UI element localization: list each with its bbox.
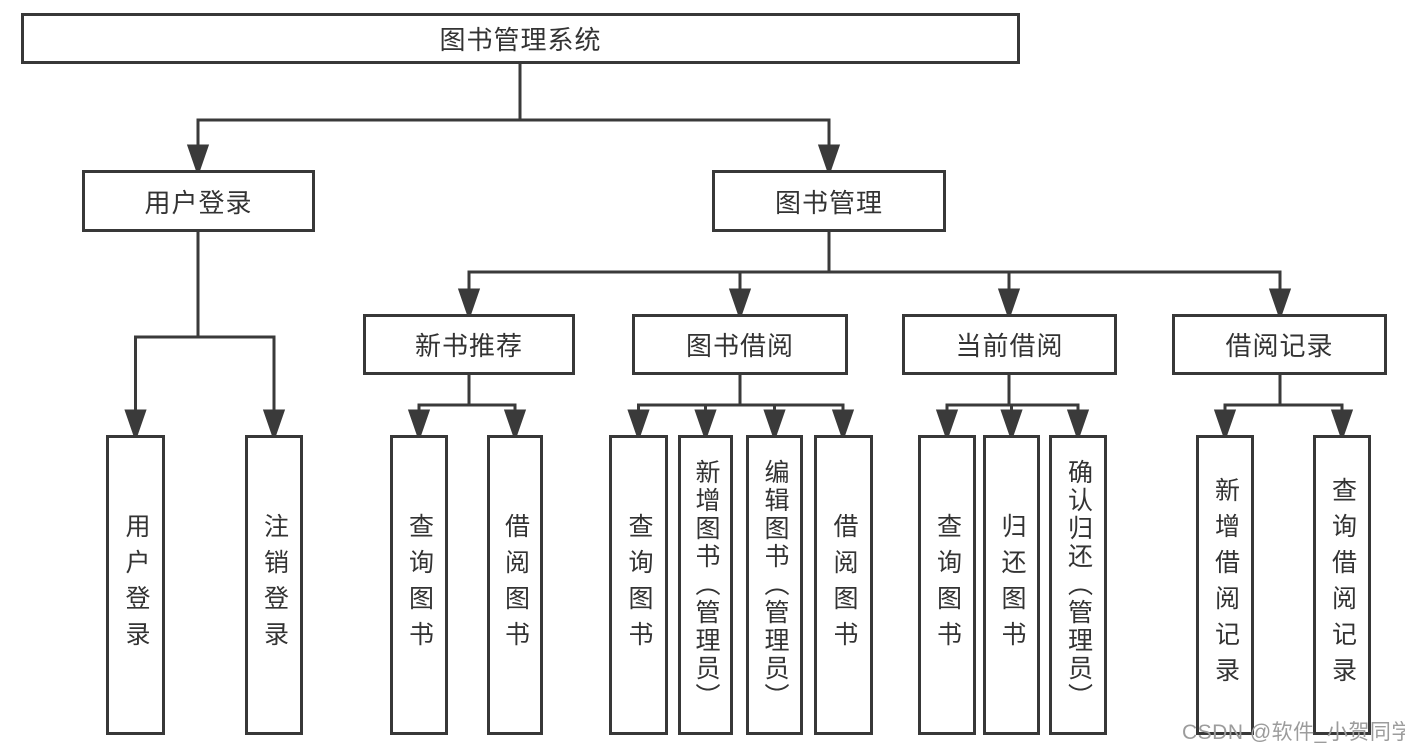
- leaf-user-login-label: 用户登录: [122, 513, 150, 657]
- edge-records-to-leaves: [1213, 375, 1354, 442]
- leaf-bb-borrow-books-label: 借阅图书: [830, 513, 858, 657]
- leaf-br-query-record: 查询借阅记录: [1313, 435, 1371, 735]
- edge-book-borrow-to-leaves: [627, 375, 855, 442]
- leaf-br-add-record: 新增借阅记录: [1196, 435, 1254, 735]
- leaf-nbr-query-books: 查询图书: [390, 435, 448, 735]
- node-user-login: 用户登录: [82, 170, 315, 232]
- node-current-borrowing-label: 当前借阅: [955, 331, 1064, 361]
- leaf-bb-edit-books-admin: 编辑图书（管理员）: [746, 435, 803, 735]
- node-book-borrowing: 图书借阅: [632, 314, 848, 375]
- leaf-cb-query-books-label: 查询图书: [933, 513, 962, 657]
- edge-root-to-level2: [186, 64, 841, 177]
- leaf-bb-edit-books-admin-label: 编辑图书（管理员）: [761, 459, 789, 711]
- node-new-book-recommend: 新书推荐: [363, 314, 575, 375]
- leaf-cb-confirm-return-admin: 确认归还（管理员）: [1049, 435, 1107, 735]
- leaf-br-add-record-label: 新增借阅记录: [1211, 477, 1240, 693]
- node-book-management: 图书管理: [712, 170, 946, 232]
- edge-current-borrow-to-leaves: [935, 375, 1090, 442]
- node-user-login-label: 用户登录: [144, 187, 253, 218]
- leaf-bb-add-books-admin: 新增图书（管理员）: [678, 435, 733, 735]
- edge-user-login-to-leaves: [124, 232, 286, 442]
- edge-new-book-to-leaves: [407, 375, 527, 442]
- node-library-system: 图书管理系统: [21, 13, 1020, 64]
- leaf-cb-query-books: 查询图书: [918, 435, 976, 735]
- node-current-borrowing: 当前借阅: [902, 314, 1117, 375]
- leaf-nbr-borrow-books: 借阅图书: [487, 435, 543, 735]
- leaf-bb-query-books: 查询图书: [609, 435, 668, 735]
- leaf-nbr-query-books-label: 查询图书: [405, 513, 434, 657]
- leaf-cb-return-books-label: 归还图书: [998, 513, 1026, 657]
- node-library-system-label: 图书管理系统: [439, 25, 602, 55]
- node-book-management-label: 图书管理: [774, 187, 883, 218]
- node-new-book-recommend-label: 新书推荐: [414, 331, 523, 361]
- leaf-cb-return-books: 归还图书: [983, 435, 1040, 735]
- leaf-logout-label: 注销登录: [260, 513, 289, 657]
- leaf-cb-confirm-return-admin-label: 确认归还（管理员）: [1064, 459, 1093, 711]
- leaf-bb-add-books-admin-label: 新增图书（管理员）: [692, 459, 720, 711]
- edge-book-mgmt-to-level3: [457, 232, 1292, 321]
- leaf-bb-query-books-label: 查询图书: [625, 513, 653, 657]
- leaf-user-login: 用户登录: [106, 435, 165, 735]
- node-borrowing-records-label: 借阅记录: [1225, 331, 1334, 361]
- node-borrowing-records: 借阅记录: [1172, 314, 1387, 375]
- leaf-bb-borrow-books: 借阅图书: [814, 435, 873, 735]
- watermark: CSDN @软件_小贺同学: [1182, 721, 1405, 744]
- leaf-logout: 注销登录: [245, 435, 303, 735]
- node-book-borrowing-label: 图书借阅: [685, 331, 794, 361]
- leaf-nbr-borrow-books-label: 借阅图书: [501, 513, 530, 657]
- leaf-br-query-record-label: 查询借阅记录: [1328, 477, 1357, 693]
